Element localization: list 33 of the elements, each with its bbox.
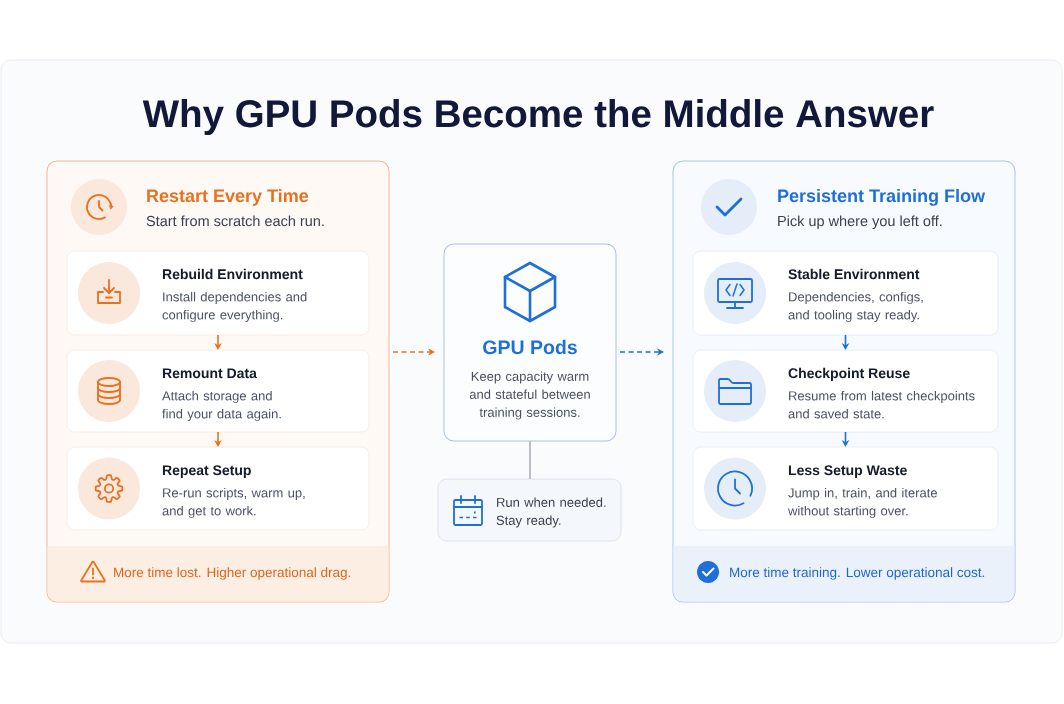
card-description: Re-run scripts, warm up, and get to work. [162,487,305,518]
footer-note: More time lost. Higher operational drag. [114,567,351,580]
note-box [437,478,622,542]
card-description: Jump in, train, and iterate without starting over. [788,487,937,518]
card-description: Resume from latest checkpoints and saved state. [788,390,975,419]
panel-subtitle: Pick up where you left off. [778,215,942,229]
card-title: Less Setup Waste [788,465,907,478]
card-description: Attach storage and find your data again. [162,390,281,421]
connector-line [529,440,531,480]
card-title: Rebuild Environment [162,268,303,280]
step-card [692,349,999,433]
card-title: Repeat Setup [162,465,251,478]
footer-note: More time training. Lower operational cost. [730,567,985,580]
panel-subtitle: Start from scratch each run. [146,215,324,227]
card-title: Remount Data [162,368,257,379]
step-card [66,446,370,531]
card-description: Install dependencies and configure everything. [162,291,307,322]
box-description: Keep capacity warm and stateful between training sessions. [469,371,590,420]
footer-band [673,546,1015,602]
note-text: Run when needed. Stay ready. [496,497,606,528]
step-card [66,349,370,433]
step-card [692,250,999,336]
panel-heading: Restart Every Time [147,188,309,206]
highlight-box [443,243,617,442]
step-card [692,446,999,531]
card-title: Stable Environment [788,268,920,280]
card-description: Dependencies, configs, and tooling stay ready. [788,291,923,322]
card-title: Checkpoint Reuse [788,367,910,381]
footer-band [47,546,389,602]
title: Why GPU Pods Become the Middle Answer [142,99,934,135]
box-title: GPU Pods [483,339,577,355]
panel-heading: Persistent Training Flow [778,188,986,206]
step-card [66,250,370,336]
